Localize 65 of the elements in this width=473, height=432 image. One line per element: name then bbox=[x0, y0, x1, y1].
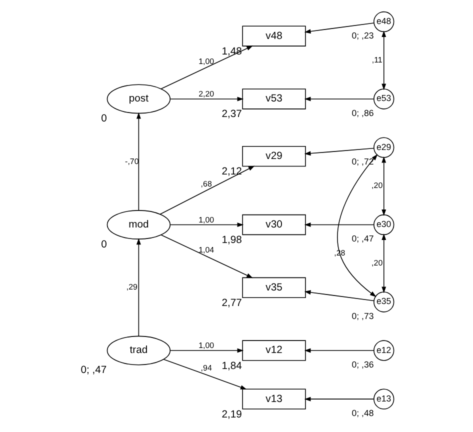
node-label: 0; ,86 bbox=[351, 108, 374, 118]
node-label: 1,84 bbox=[221, 360, 242, 372]
edge-label: ,29 bbox=[126, 282, 137, 292]
arrow bbox=[304, 396, 374, 402]
arrow bbox=[304, 222, 374, 227]
node-label: 0; ,23 bbox=[351, 30, 374, 41]
node-ellipse: post bbox=[106, 84, 170, 114]
edge-label: 2,20 bbox=[198, 90, 214, 99]
node-label: 0; ,47 bbox=[80, 365, 106, 376]
node-box: v48 bbox=[242, 26, 306, 46]
node-label: 1,48 bbox=[221, 46, 242, 58]
edge-label: -,70 bbox=[124, 156, 138, 166]
node-label: 2,37 bbox=[221, 109, 242, 120]
arrow bbox=[304, 148, 374, 156]
arrow bbox=[136, 112, 140, 211]
arrow bbox=[160, 46, 252, 90]
arrow bbox=[136, 238, 140, 336]
edge-label: ,94 bbox=[200, 363, 212, 372]
arrow bbox=[159, 166, 254, 215]
node-ellipse: mod bbox=[106, 210, 170, 240]
node-box: v30 bbox=[242, 214, 306, 236]
node-label: 2,77 bbox=[221, 298, 242, 309]
arrow bbox=[304, 348, 374, 353]
node-ellipse: trad bbox=[106, 336, 170, 366]
node-box: v13 bbox=[242, 388, 306, 410]
node-circle: e30 bbox=[373, 214, 394, 236]
arrow bbox=[169, 96, 244, 102]
node-label: 2,19 bbox=[221, 409, 242, 420]
node-box: v35 bbox=[242, 277, 306, 298]
edge-label: ,11 bbox=[371, 55, 382, 64]
node-circle: e48 bbox=[373, 11, 394, 32]
node-label: 0; ,48 bbox=[351, 408, 374, 418]
node-label: 0; ,47 bbox=[351, 234, 374, 244]
edge-label: 1,00 bbox=[198, 56, 214, 66]
edge-label: ,20 bbox=[371, 181, 382, 190]
edge-label: ,20 bbox=[371, 258, 382, 268]
node-label: 0 bbox=[100, 239, 106, 250]
arrow bbox=[304, 96, 374, 102]
arrow bbox=[336, 154, 378, 298]
arrow bbox=[304, 22, 374, 34]
arrow bbox=[169, 222, 244, 227]
edge-label: 1,00 bbox=[198, 215, 214, 224]
arrow bbox=[381, 234, 386, 294]
node-circle: e35 bbox=[373, 292, 394, 312]
edge-label: 1,00 bbox=[198, 341, 214, 350]
node-circle: e53 bbox=[373, 88, 394, 110]
node-box: v29 bbox=[242, 146, 306, 167]
node-circle: e29 bbox=[373, 137, 394, 158]
node-circle: e12 bbox=[373, 340, 394, 361]
node-label: 0; ,36 bbox=[351, 359, 374, 370]
arrow bbox=[381, 156, 386, 216]
arrow bbox=[162, 358, 246, 390]
arrow bbox=[169, 348, 244, 353]
node-label: 2,12 bbox=[221, 166, 242, 178]
node-box: v12 bbox=[242, 340, 306, 361]
node-box: v53 bbox=[242, 88, 306, 110]
node-label: 0; ,73 bbox=[351, 310, 374, 321]
edge-label: ,68 bbox=[200, 180, 212, 189]
node-label: 1,98 bbox=[221, 234, 242, 246]
arrow bbox=[304, 290, 374, 302]
arrow bbox=[381, 30, 386, 90]
node-label: 0 bbox=[100, 114, 106, 125]
edge-label: 1,04 bbox=[198, 246, 214, 255]
arrow bbox=[160, 234, 252, 278]
node-circle: e13 bbox=[373, 388, 394, 410]
